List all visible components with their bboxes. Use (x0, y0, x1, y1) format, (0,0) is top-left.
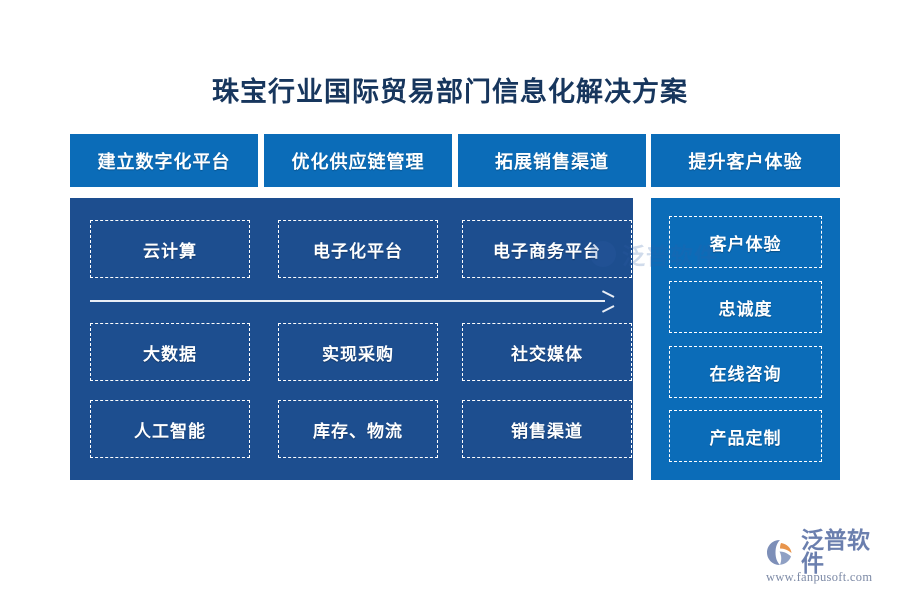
brand-logo: 泛普软件 www.fanpusoft.com (766, 529, 892, 590)
cell-inventory-logistics[interactable]: 库存、物流 (278, 400, 438, 458)
left-content-panel: 云计算 电子化平台 电子商务平台 大数据 实现采购 社交媒体 人工智能 库存、物… (70, 198, 633, 480)
header-box-optimize-supply-chain[interactable]: 优化供应链管理 (264, 134, 452, 187)
cell-procurement[interactable]: 实现采购 (278, 323, 438, 381)
arrow-head (601, 295, 613, 307)
cell-customer-experience[interactable]: 客户体验 (669, 216, 822, 268)
brand-url: www.fanpusoft.com (766, 570, 873, 584)
header-box-build-digital-platform[interactable]: 建立数字化平台 (70, 134, 258, 187)
right-content-panel: 客户体验 忠诚度 在线咨询 产品定制 (651, 198, 840, 480)
cell-sales-channel[interactable]: 销售渠道 (462, 400, 632, 458)
cell-online-consultation[interactable]: 在线咨询 (669, 346, 822, 398)
arrow-shaft (90, 300, 605, 302)
cell-social-media[interactable]: 社交媒体 (462, 323, 632, 381)
cell-big-data[interactable]: 大数据 (90, 323, 250, 381)
cell-artificial-intelligence[interactable]: 人工智能 (90, 400, 250, 458)
cell-cloud-computing[interactable]: 云计算 (90, 220, 250, 278)
fanpu-logo-icon (766, 537, 796, 567)
header-box-improve-customer-experience[interactable]: 提升客户体验 (651, 134, 840, 187)
brand-row: 泛普软件 (766, 529, 892, 575)
header-row: 建立数字化平台 优化供应链管理 拓展销售渠道 提升客户体验 (70, 134, 840, 187)
cell-loyalty[interactable]: 忠诚度 (669, 281, 822, 333)
page-title: 珠宝行业国际贸易部门信息化解决方案 (212, 77, 688, 107)
cell-ecommerce-platform[interactable]: 电子商务平台 (462, 220, 632, 278)
cell-product-customization[interactable]: 产品定制 (669, 410, 822, 462)
header-box-expand-sales-channels[interactable]: 拓展销售渠道 (458, 134, 646, 187)
cell-electronic-platform[interactable]: 电子化平台 (278, 220, 438, 278)
arrow-right-icon (90, 295, 613, 307)
brand-name: 泛普软件 (801, 528, 870, 576)
